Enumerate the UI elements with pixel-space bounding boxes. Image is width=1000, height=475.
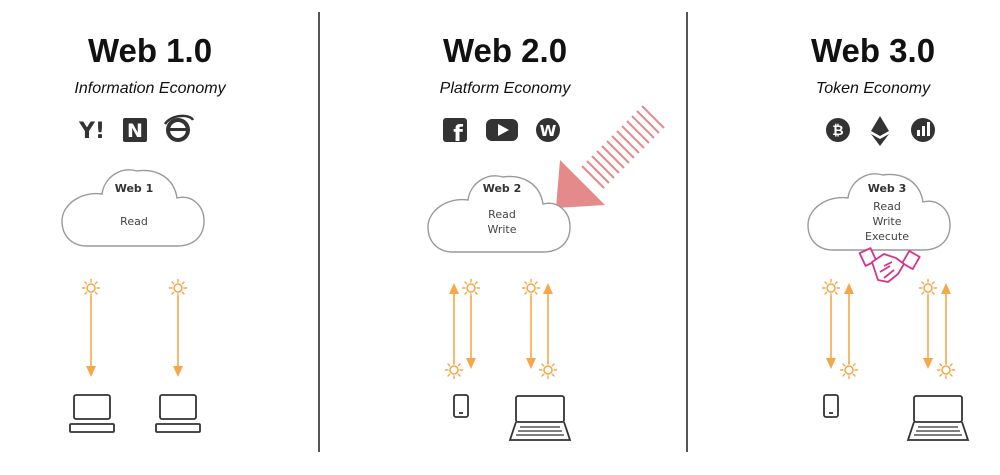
smartphone-icon [453, 394, 469, 418]
netscape-icon-text: N [127, 120, 143, 142]
column-divider-2 [686, 12, 688, 452]
web2-read-arrow-down-right [521, 278, 541, 369]
handshake-icon [858, 247, 921, 283]
web3-write-arrow-up-left [839, 283, 859, 380]
internet-explorer-icon [163, 114, 195, 142]
smartphone-icon [823, 394, 839, 418]
laptop-icon [907, 395, 969, 441]
web2-write-arrow-up-left [444, 283, 464, 380]
column-divider-1 [318, 12, 320, 452]
desktop-computer-icon [155, 394, 201, 433]
highlight-arrow [556, 105, 665, 208]
web2-read-arrow-down-left [461, 278, 481, 369]
web1-subtitle: Information Economy [74, 80, 226, 97]
web2-cloud-title: Web 2 [483, 182, 522, 195]
web3-write-arrow-up-right [936, 283, 956, 380]
web3-cloud-line-write: Write [872, 215, 901, 228]
facebook-icon: f [443, 118, 467, 147]
web2-subtitle: Platform Economy [439, 80, 571, 97]
web3-cloud-line-execute: Execute [865, 230, 909, 243]
web1-read-arrow-right [168, 278, 188, 377]
web1-cloud-title: Web 1 [115, 182, 154, 195]
yahoo-icon: Y! [78, 119, 105, 144]
desktop-computer-icon [69, 394, 115, 433]
web1-title: Web 1.0 [87, 32, 213, 69]
web3-cloud-title: Web 3 [868, 182, 907, 195]
web3-subtitle: Token Economy [815, 80, 931, 97]
bitcoin-icon: ₿ [826, 118, 850, 142]
facebook-icon-text: f [453, 122, 463, 147]
web2-write-arrow-up-right [538, 283, 558, 380]
web2-title: Web 2.0 [442, 32, 568, 69]
yahoo-icon-text: Y! [78, 119, 105, 144]
chart-token-icon [911, 118, 935, 142]
web1-cloud-line: Read [120, 215, 148, 228]
web1-read-arrow-left [81, 278, 101, 377]
youtube-icon [486, 119, 518, 141]
wordpress-icon: W [536, 118, 560, 142]
web3-read-arrow-down-right [918, 278, 938, 369]
web3-cloud-line-read: Read [873, 200, 901, 213]
ethereum-icon [871, 116, 889, 146]
web2-cloud-line-write: Write [487, 223, 516, 236]
laptop-icon [509, 395, 571, 441]
netscape-icon: N [123, 118, 147, 142]
web2-cloud-line-read: Read [488, 208, 516, 221]
wordpress-icon-text: W [540, 122, 557, 140]
bitcoin-icon-text: ₿ [832, 123, 843, 139]
web3-title: Web 3.0 [810, 32, 936, 69]
web3-read-arrow-down-left [821, 278, 841, 369]
